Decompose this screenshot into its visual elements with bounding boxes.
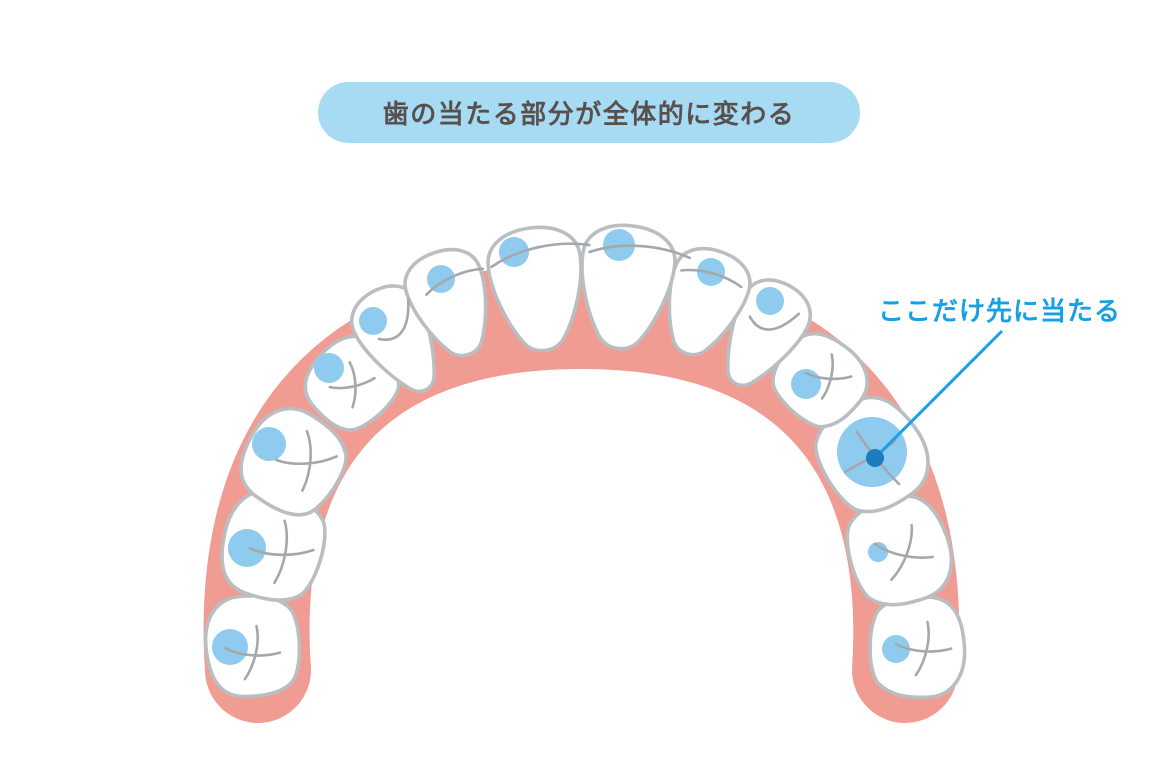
fissure-cross-right-molar-2-1	[891, 524, 915, 582]
fissure-cross-left-molar-3-0	[225, 645, 280, 659]
fissure-cross-right-premolar-0	[805, 370, 851, 382]
tooth-left-lateral-incisor	[397, 240, 505, 367]
tooth-right-lateral-incisor	[650, 239, 758, 366]
title-text: 歯の当たる部分が全体的に変わる	[382, 99, 796, 129]
contact-point-left-molar-3	[212, 629, 248, 665]
contact-point-right-molar-2	[868, 542, 888, 562]
fissure-arc-left-central-incisor-0	[490, 240, 591, 267]
contact-point-left-canine	[359, 307, 387, 335]
contact-point-right-molar-3	[882, 635, 910, 663]
fissure-arc-right-central-incisor-0	[590, 239, 691, 266]
fissure-cross-left-molar-1-0	[276, 456, 336, 463]
tooth-right-central-incisor	[572, 220, 679, 354]
title-banner: 歯の当たる部分が全体的に変わる	[318, 82, 860, 143]
fissure-cross-left-molar-3-1	[245, 626, 260, 681]
fissure-arc-right-lateral-incisor-0	[681, 263, 742, 292]
fissure-cross-left-molar-1-1	[302, 431, 310, 490]
fissure-hook-left-canine-0	[369, 299, 420, 343]
annotation-pointer-dot	[866, 449, 884, 467]
fissure-cross-left-premolar-0	[329, 378, 375, 390]
fissure-cross-right-molar-3-1	[916, 622, 931, 677]
fissure-cross-right-molar-2-0	[874, 541, 933, 564]
tooth-right-molar-3	[869, 596, 965, 698]
fissure-arc-left-lateral-incisor-0	[424, 266, 485, 295]
annotation-label: ここだけ先に当たる	[878, 291, 1138, 328]
contact-point-right-canine	[756, 287, 784, 315]
contact-point-left-molar-2	[228, 529, 266, 567]
annotation-leader-line	[874, 329, 1004, 459]
fissure-hook-right-canine-0	[748, 295, 799, 339]
fissure-cross-right-molar-3-0	[896, 641, 951, 655]
contact-point-left-lateral-incisor	[427, 265, 455, 293]
tooth-left-molar-3	[204, 594, 301, 698]
fissure-cross-left-premolar-1	[346, 362, 358, 407]
fissure-cross-right-premolar-1	[822, 354, 834, 399]
annotation-text: ここだけ先に当たる	[878, 296, 1122, 326]
fissure-cross-left-molar-2-1	[274, 520, 288, 583]
fissure-cross-left-molar-2-0	[249, 544, 313, 557]
contact-point-left-premolar	[314, 353, 344, 383]
contact-point-left-molar-1	[252, 427, 286, 461]
